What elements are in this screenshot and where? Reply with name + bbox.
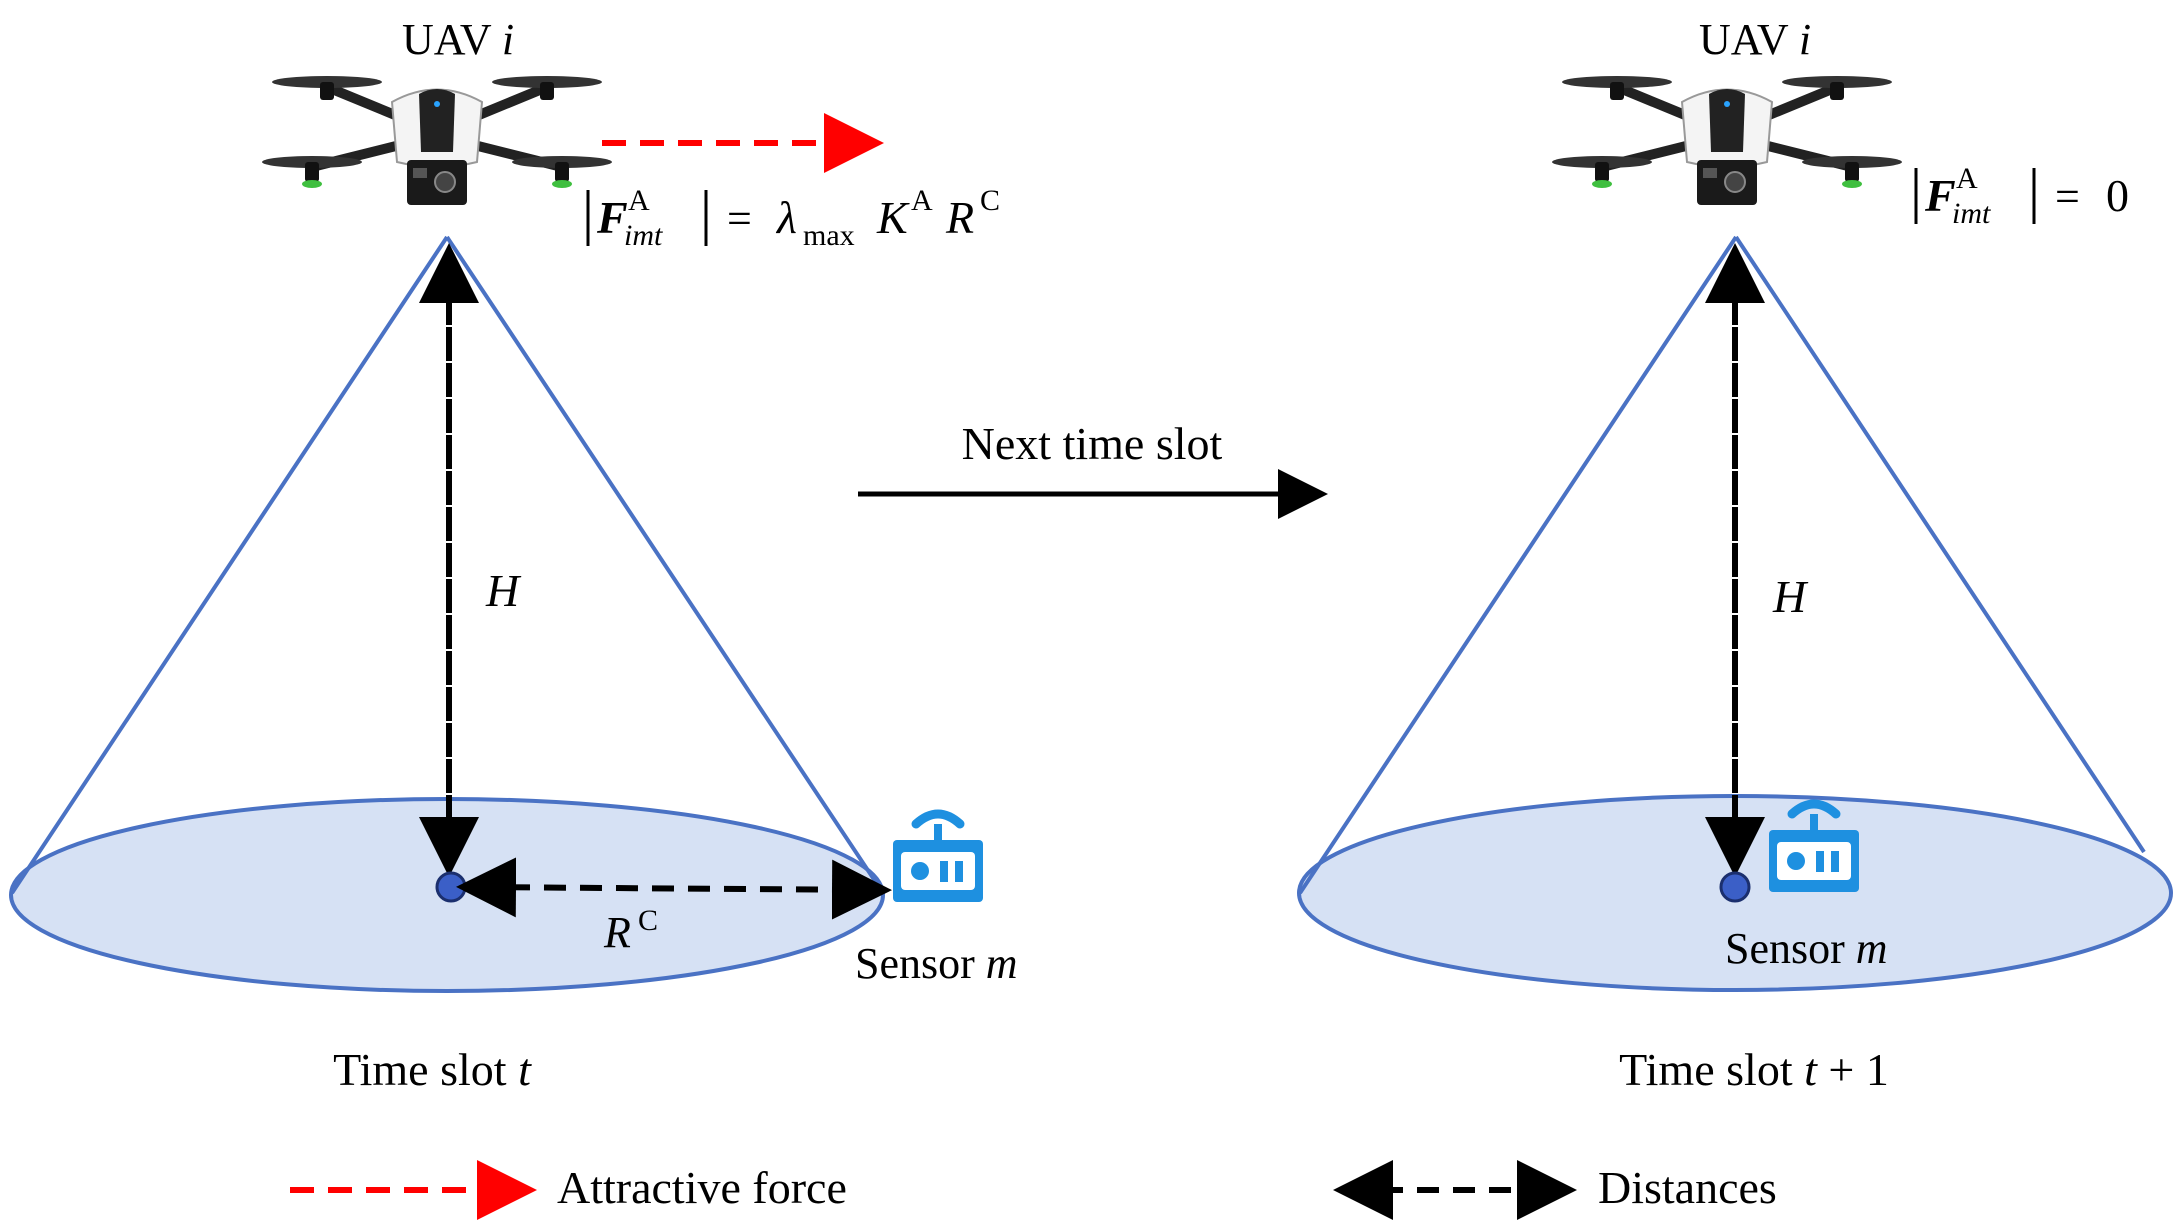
left-radius-arrow	[471, 859, 892, 920]
svg-text:A: A	[1956, 162, 1978, 195]
svg-text:A: A	[628, 184, 650, 217]
left-sensor-label: Sensor m	[855, 939, 1018, 988]
legend-attractive-label: Attractive force	[557, 1162, 847, 1213]
left-sensor-icon	[893, 814, 983, 902]
svg-text:=: =	[727, 194, 752, 243]
svg-text:F: F	[1924, 170, 1956, 221]
transition: Next time slot	[858, 418, 1328, 519]
svg-text:max: max	[803, 219, 855, 252]
legend: Attractive force Distances	[290, 1160, 1777, 1220]
right-uav-label: UAV i	[1699, 15, 1811, 64]
svg-text:C: C	[638, 904, 658, 937]
right-panel: UAV i F A imt = 0 H Sensor m Time slot t…	[1297, 15, 2173, 1095]
svg-text:imt: imt	[1952, 197, 1991, 230]
svg-text:imt: imt	[624, 219, 663, 252]
right-drone-icon	[1552, 76, 1902, 205]
right-force-equation: F A imt = 0	[1914, 162, 2129, 230]
right-center-node	[1719, 871, 1751, 903]
left-radius-label: R C	[603, 904, 658, 957]
left-center-node	[435, 871, 467, 903]
svg-text:λ: λ	[775, 192, 797, 243]
left-drone-icon	[262, 76, 612, 205]
right-sensor-label: Sensor m	[1725, 924, 1888, 973]
svg-text:0: 0	[2106, 170, 2129, 221]
left-uav-label: UAV i	[402, 15, 514, 64]
left-panel: UAV i F A imt = λ max K A R C H R C Sens…	[9, 15, 1018, 1095]
right-cone-edge-left	[1298, 235, 1738, 895]
left-height-label: H	[485, 565, 522, 616]
legend-distances-label: Distances	[1598, 1162, 1777, 1213]
svg-text:=: =	[2055, 172, 2080, 221]
next-slot-label: Next time slot	[962, 418, 1223, 469]
left-slot-label: Time slot t	[333, 1044, 532, 1095]
svg-text:F: F	[596, 192, 628, 243]
left-cone-edge-left	[10, 235, 449, 895]
svg-text:A: A	[911, 184, 933, 217]
svg-text:K: K	[876, 192, 910, 243]
svg-text:C: C	[980, 184, 1000, 217]
svg-text:R: R	[945, 192, 974, 243]
svg-text:R: R	[603, 908, 631, 957]
right-cone-edge-right	[1734, 235, 2146, 854]
right-height-label: H	[1772, 571, 1809, 622]
left-cone-edge-right	[445, 235, 885, 895]
right-slot-label: Time slot t + 1	[1619, 1044, 1889, 1095]
left-force-equation: F A imt = λ max K A R C	[586, 184, 1000, 252]
